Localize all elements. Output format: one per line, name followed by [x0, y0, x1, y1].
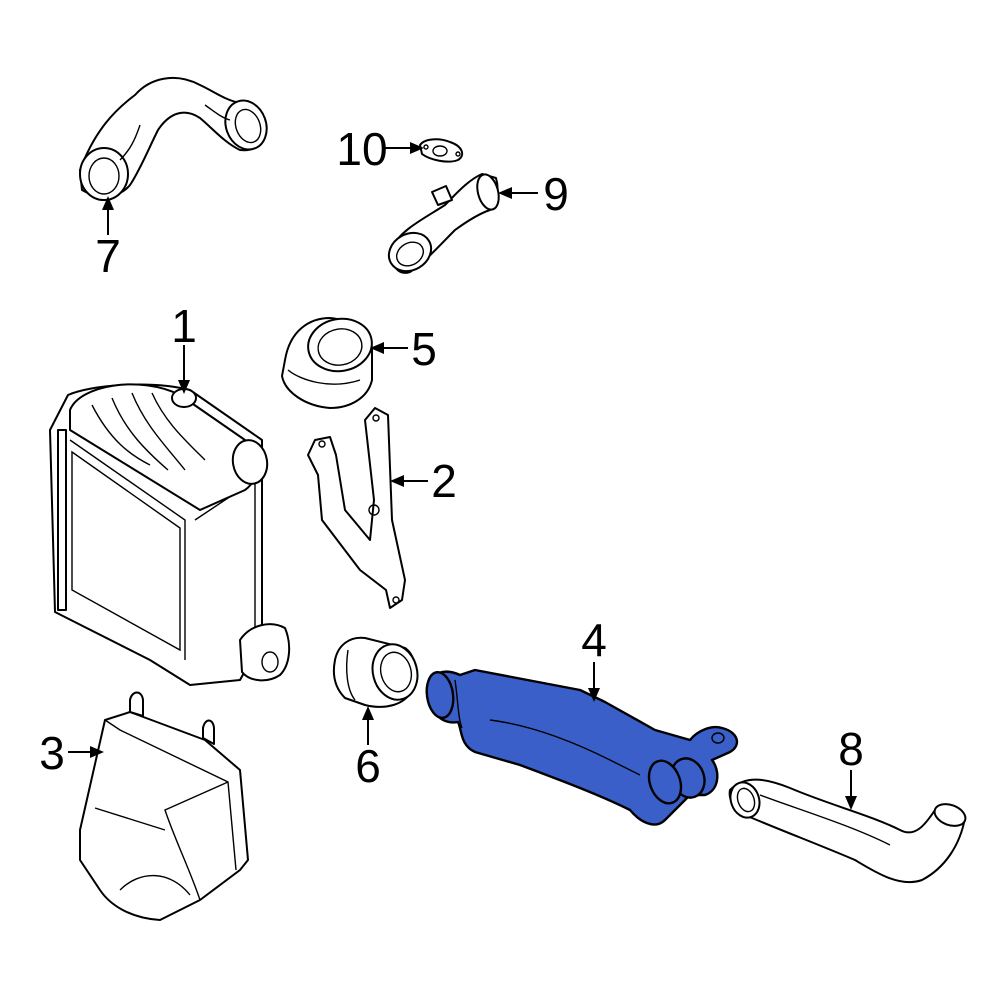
callout-2[interactable]: 2 [431, 455, 457, 507]
part-3-air-duct[interactable] [79, 691, 249, 921]
part-7-upper-hose[interactable] [79, 77, 273, 201]
callout-10[interactable]: 10 [336, 123, 387, 175]
callout-5[interactable]: 5 [411, 323, 437, 375]
part-8-lower-hose[interactable] [726, 778, 969, 884]
callout-8[interactable]: 8 [838, 723, 864, 775]
callout-1[interactable]: 1 [171, 300, 197, 352]
callout-3[interactable]: 3 [39, 727, 65, 779]
part-9-intake-pipe[interactable] [382, 172, 502, 279]
part-4-pipe-highlighted[interactable] [424, 668, 739, 826]
part-2-bracket[interactable] [307, 407, 406, 609]
callout-4[interactable]: 4 [581, 614, 607, 666]
callout-6[interactable]: 6 [355, 740, 381, 792]
part-5-coupler[interactable] [281, 314, 376, 409]
callout-7[interactable]: 7 [95, 230, 121, 282]
part-1-intercooler[interactable] [49, 383, 291, 686]
part-10-gasket[interactable] [419, 138, 464, 163]
callout-leaders [68, 142, 857, 810]
callout-numbers: 1 2 3 4 5 6 7 8 9 10 [39, 123, 864, 792]
part-6-coupler[interactable] [332, 636, 424, 708]
callout-9[interactable]: 9 [543, 168, 569, 220]
